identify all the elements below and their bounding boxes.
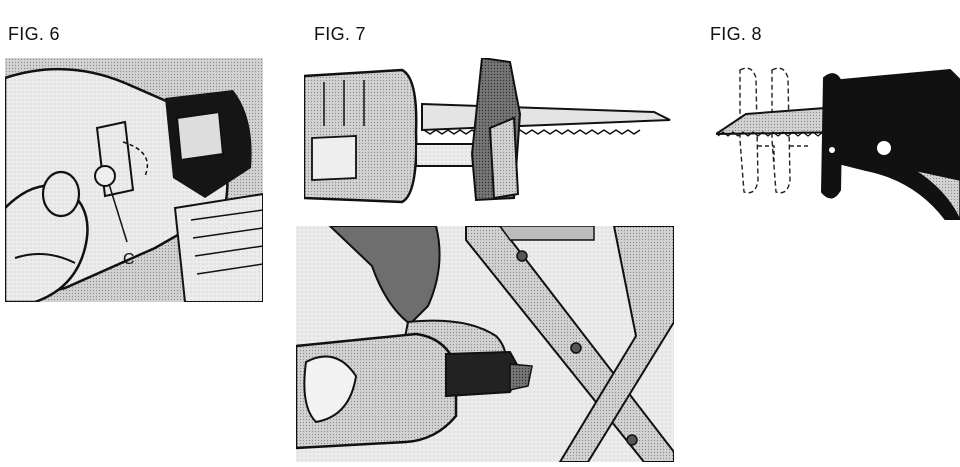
fig-6-illustration: C	[5, 58, 263, 302]
fig-7-bottom-illustration	[296, 226, 674, 462]
fig-8-label: FIG. 8	[710, 24, 762, 44]
fig-7-label: FIG. 7	[314, 24, 366, 44]
fig-8-illustration	[716, 60, 960, 220]
fig-6-callout-c: C	[123, 251, 135, 268]
fig-7-top-illustration	[304, 58, 680, 206]
fig-6-label: FIG. 6	[8, 24, 60, 44]
